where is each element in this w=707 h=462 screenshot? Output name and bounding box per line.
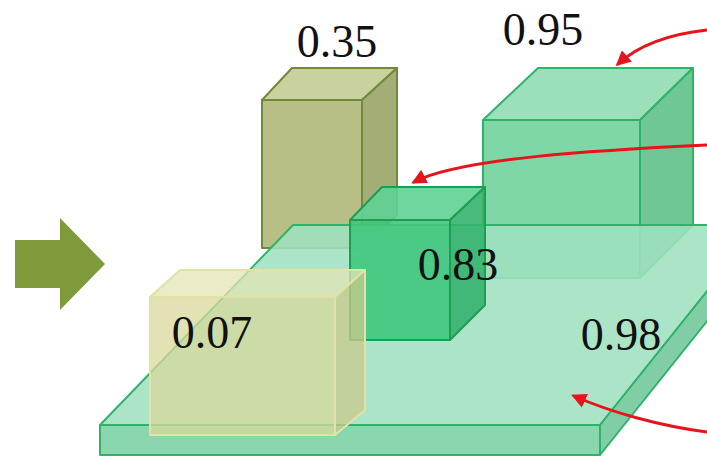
leader-arrows bbox=[414, 30, 707, 432]
score-label: 0.35 bbox=[297, 19, 378, 65]
score-label: 0.95 bbox=[503, 7, 584, 53]
score-label: 0.07 bbox=[172, 310, 253, 356]
flow-arrow bbox=[15, 218, 105, 310]
score-label: 0.98 bbox=[581, 312, 662, 358]
pale-box bbox=[150, 270, 365, 435]
score-label: 0.83 bbox=[418, 242, 499, 288]
